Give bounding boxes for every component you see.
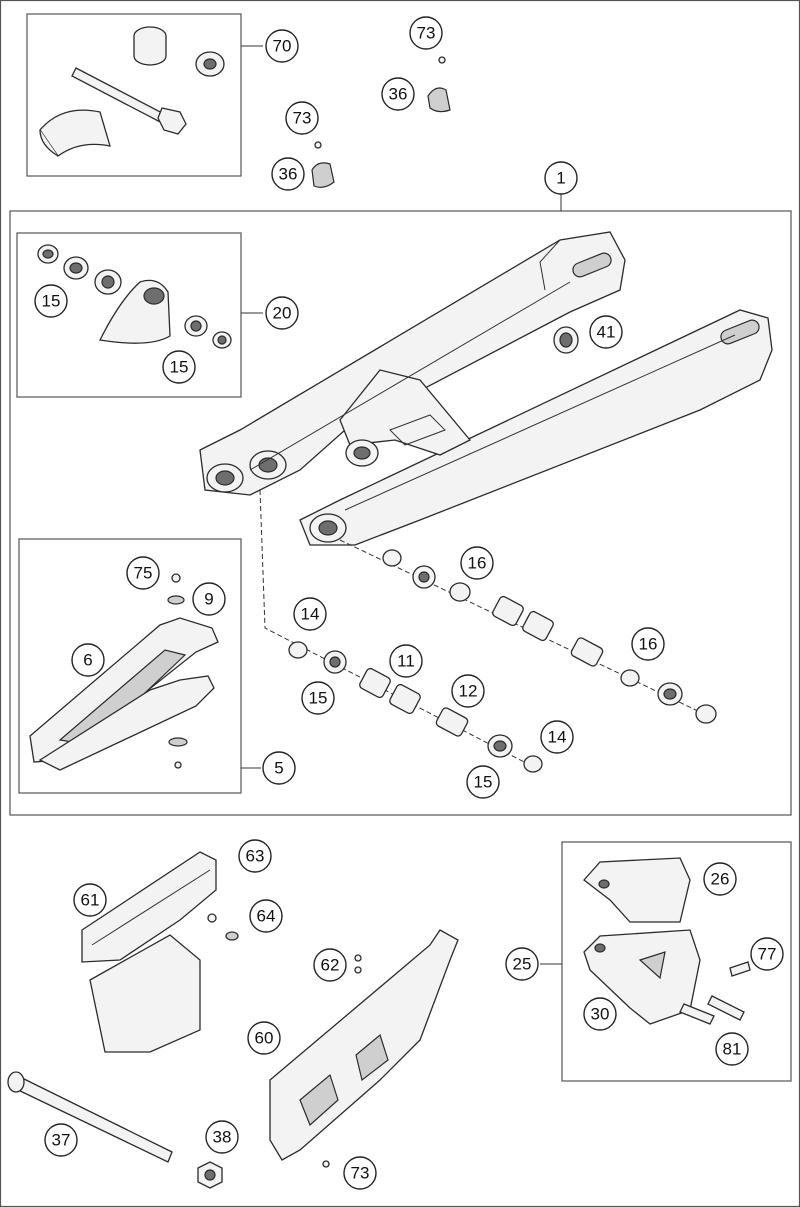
callout-15: 15 bbox=[34, 284, 68, 318]
svg-text:15: 15 bbox=[42, 292, 61, 311]
chain-guard-parts bbox=[81, 851, 459, 1168]
callout-77: 77 bbox=[750, 937, 784, 971]
svg-text:11: 11 bbox=[397, 652, 415, 671]
box-bearing-kit bbox=[16, 232, 242, 398]
svg-text:5: 5 bbox=[274, 759, 283, 778]
bearing-kit-parts bbox=[37, 244, 232, 349]
callout-6: 6 bbox=[71, 643, 105, 677]
svg-text:36: 36 bbox=[279, 165, 298, 184]
svg-text:63: 63 bbox=[246, 847, 265, 866]
svg-text:14: 14 bbox=[301, 605, 320, 624]
svg-text:12: 12 bbox=[459, 682, 478, 701]
svg-text:26: 26 bbox=[711, 870, 730, 889]
callout-14: 14 bbox=[293, 597, 327, 631]
svg-text:73: 73 bbox=[293, 109, 312, 128]
svg-text:70: 70 bbox=[273, 37, 292, 56]
callout-73: 73 bbox=[343, 1156, 377, 1190]
bushing-41 bbox=[553, 326, 579, 354]
svg-text:81: 81 bbox=[723, 1040, 742, 1059]
svg-text:15: 15 bbox=[170, 358, 189, 377]
callout-37: 37 bbox=[44, 1123, 78, 1157]
chain-slider-parts bbox=[29, 573, 219, 771]
callout-5: 5 bbox=[262, 751, 296, 785]
callout-12: 12 bbox=[451, 674, 485, 708]
callout-75: 75 bbox=[126, 556, 160, 590]
svg-text:41: 41 bbox=[597, 323, 616, 342]
callout-61: 61 bbox=[73, 883, 107, 917]
chain-guide-parts bbox=[583, 857, 751, 1025]
callout-9: 9 bbox=[192, 582, 226, 616]
box-chain-slider bbox=[18, 538, 242, 794]
callout-63: 63 bbox=[238, 839, 272, 873]
callout-15: 15 bbox=[162, 350, 196, 384]
pivot-parts-left bbox=[259, 489, 543, 773]
box-swingarm-assembly bbox=[9, 210, 792, 816]
callout-81: 81 bbox=[715, 1032, 749, 1066]
svg-text:30: 30 bbox=[591, 1005, 610, 1024]
axle-parts bbox=[7, 1071, 223, 1189]
callout-70: 70 bbox=[265, 29, 299, 63]
callout-60: 60 bbox=[247, 1021, 281, 1055]
callout-62: 62 bbox=[313, 948, 347, 982]
svg-text:1: 1 bbox=[556, 169, 565, 188]
callout-20: 20 bbox=[265, 296, 299, 330]
svg-text:60: 60 bbox=[255, 1029, 274, 1048]
svg-text:15: 15 bbox=[474, 773, 493, 792]
svg-text:61: 61 bbox=[81, 891, 100, 910]
svg-text:73: 73 bbox=[417, 24, 436, 43]
callout-64: 64 bbox=[249, 899, 283, 933]
svg-text:16: 16 bbox=[639, 635, 658, 654]
svg-text:75: 75 bbox=[134, 564, 153, 583]
callout-16: 16 bbox=[631, 627, 665, 661]
svg-text:62: 62 bbox=[321, 956, 340, 975]
callout-11: 11 bbox=[389, 644, 423, 678]
pivot-parts-right bbox=[339, 539, 717, 724]
svg-text:20: 20 bbox=[273, 304, 292, 323]
svg-text:6: 6 bbox=[83, 651, 92, 670]
svg-text:77: 77 bbox=[758, 945, 777, 964]
callout-26: 26 bbox=[703, 862, 737, 896]
callout-1: 1 bbox=[544, 161, 578, 195]
svg-text:16: 16 bbox=[468, 554, 487, 573]
svg-text:37: 37 bbox=[52, 1131, 71, 1150]
svg-text:14: 14 bbox=[548, 728, 567, 747]
bolt-kit-parts bbox=[39, 26, 225, 157]
callout-41: 41 bbox=[589, 315, 623, 349]
callout-30: 30 bbox=[583, 997, 617, 1031]
svg-text:36: 36 bbox=[389, 85, 408, 104]
box-bolt-kit bbox=[26, 13, 242, 177]
svg-text:15: 15 bbox=[309, 689, 328, 708]
callout-25: 25 bbox=[505, 947, 539, 981]
svg-text:9: 9 bbox=[204, 590, 213, 609]
callout-36: 36 bbox=[381, 77, 415, 111]
callout-16: 16 bbox=[460, 546, 494, 580]
svg-text:25: 25 bbox=[513, 955, 532, 974]
callout-38: 38 bbox=[205, 1120, 239, 1154]
small-brackets-top bbox=[311, 56, 451, 188]
svg-text:38: 38 bbox=[213, 1128, 232, 1147]
svg-text:73: 73 bbox=[351, 1164, 370, 1183]
callout-73: 73 bbox=[285, 101, 319, 135]
callout-14: 14 bbox=[540, 720, 574, 754]
swingarm-body bbox=[199, 231, 773, 546]
callout-73: 73 bbox=[409, 16, 443, 50]
callout-15: 15 bbox=[301, 681, 335, 715]
callout-15: 15 bbox=[466, 765, 500, 799]
box-chain-guide bbox=[561, 841, 792, 1082]
callout-36: 36 bbox=[271, 157, 305, 191]
svg-text:64: 64 bbox=[257, 907, 276, 926]
leader-lines bbox=[241, 45, 562, 965]
